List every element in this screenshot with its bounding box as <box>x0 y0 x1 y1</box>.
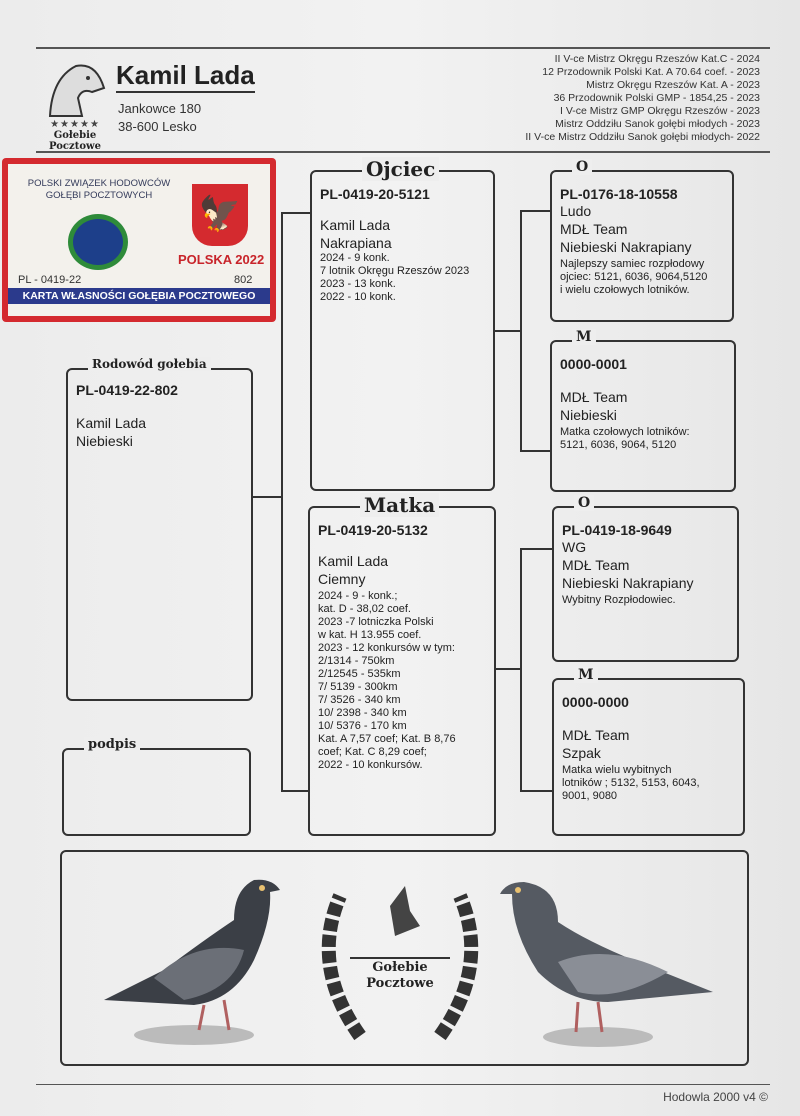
achievement: Mistrz Oddziłu Sanok gołębi młodych - 20… <box>555 118 760 130</box>
color: Niebieski <box>560 407 617 423</box>
box-legend: O <box>574 495 595 511</box>
color: Niebieski Nakrapiany <box>560 239 692 255</box>
color: Ciemny <box>318 571 366 587</box>
breeder: MDŁ Team <box>562 557 630 573</box>
note: Wybitny Rozpłodowiec. <box>562 594 676 606</box>
box-legend: podpis <box>84 737 141 752</box>
mother-box: Matka PL-0419-20-5132 Kamil Lada Ciemny … <box>308 493 496 836</box>
note: Najlepszy samiec rozpłodowy <box>560 258 705 270</box>
breeder: MDŁ Team <box>560 221 628 237</box>
note: Kat. A 7,57 coef; Kat. B 8,76 <box>318 733 456 745</box>
ring-number: PL-0419-20-5121 <box>320 186 430 202</box>
paternal-grandmother-box: M 0000-0001 MDŁ Team Niebieski Matka czo… <box>550 329 736 492</box>
note: 2022 - 10 konk. <box>320 291 396 303</box>
note: 2022 - 10 konkursów. <box>318 759 423 771</box>
box-legend: O <box>572 159 593 175</box>
laurel-wreath-emblem-icon <box>321 886 479 1041</box>
card-ring-prefix: PL - 0419-22 <box>18 274 82 286</box>
emblem-line: Pocztowe <box>366 976 434 991</box>
emblem-line: Gołebie <box>372 960 428 975</box>
pigeon-head-logo-icon <box>48 64 106 117</box>
card-country: POLSKA 2022 <box>178 252 265 267</box>
note: kat. D - 38,02 coef. <box>318 603 411 615</box>
note: Matka wielu wybitnych <box>562 764 672 776</box>
note: i wielu czołowych lotników. <box>560 284 690 296</box>
note: 5121, 6036, 9064, 5120 <box>560 439 677 451</box>
color: Nakrapiana <box>320 235 392 251</box>
ring-number: PL-0176-18-10558 <box>560 186 678 202</box>
note: 9001, 9080 <box>562 790 618 802</box>
pigeon-name: Ludo <box>560 203 592 219</box>
note: 2024 - 9 konk. <box>320 252 390 264</box>
card-ring-number: 802 <box>234 274 253 286</box>
maternal-grandfather-box: O PL-0419-18-9649 WG MDŁ Team Niebieski … <box>552 495 739 662</box>
pigeon-name: WG <box>562 539 587 555</box>
ring-number: 0000-0001 <box>560 356 627 372</box>
note: coef; Kat. C 8,29 coef; <box>318 746 427 758</box>
ring-number: PL-0419-18-9649 <box>562 522 672 538</box>
note: Matka czołowych lotników: <box>560 426 690 438</box>
breeder: Kamil Lada <box>320 217 391 233</box>
breeder-address: Jankowce 180 38-600 Lesko <box>118 100 201 136</box>
note: 10/ 2398 - 340 km <box>318 707 407 719</box>
subject-box: Rodowód gołebia PL-0419-22-802 Kamil Lad… <box>66 357 253 701</box>
box-legend: M <box>572 329 596 345</box>
achievement: Mistrz Okręgu Rzeszów Kat. A - 2023 <box>586 79 760 91</box>
achievements-list: II V-ce Mistrz Okręgu Rzeszów Kat.C - 20… <box>525 53 760 144</box>
note: 7 lotnik Okręgu Rzeszów 2023 <box>320 265 470 277</box>
note: 2/1314 - 750km <box>318 655 395 667</box>
box-legend: Ojciec <box>362 157 440 181</box>
breeder: MDŁ Team <box>562 727 630 743</box>
color: Szpak <box>562 745 601 761</box>
note: 2023 - 12 konkursów w tym: <box>318 642 455 654</box>
footer-rule <box>36 1084 770 1085</box>
ownership-card: POLSKI ZWIĄZEK HODOWCÓW GOŁĘBI POCZTOWYC… <box>2 158 276 322</box>
note: 7/ 3526 - 340 km <box>318 694 401 706</box>
ring-number: PL-0419-22-802 <box>76 382 178 398</box>
ring-number: 0000-0000 <box>562 694 629 710</box>
note: lotników ; 5132, 5153, 6043, <box>562 777 700 789</box>
note: ojciec: 5121, 6036, 9064,5120 <box>560 271 708 283</box>
note: 2023 -7 lotniczka Polski <box>318 616 434 628</box>
header-rule <box>36 151 770 153</box>
note: 7/ 5139 - 300km <box>318 681 398 693</box>
breeder: Kamil Lada <box>76 415 147 431</box>
color: Niebieski <box>76 433 133 449</box>
color: Niebieski Nakrapiany <box>562 575 694 591</box>
achievement: 12 Przodownik Polski Kat. A 70.64 coef. … <box>542 66 760 78</box>
paternal-grandfather-box: O PL-0176-18-10558 Ludo MDŁ Team Niebies… <box>550 159 734 322</box>
ring-number: PL-0419-20-5132 <box>318 522 428 538</box>
pigeon-right-icon <box>500 882 713 1047</box>
maternal-grandmother-box: M 0000-0000 MDŁ Team Szpak Matka wielu w… <box>552 667 745 836</box>
address-line: 38-600 Lesko <box>118 119 197 134</box>
card-title: KARTA WŁASNOŚCI GOŁĘBIA POCZTOWEGO <box>8 288 270 304</box>
top-rule <box>36 47 770 49</box>
father-box: Ojciec PL-0419-20-5121 Kamil Lada Nakrap… <box>310 157 495 491</box>
pzhgp-emblem-icon <box>68 214 128 270</box>
note: 2024 - 9 - konk.; <box>318 590 398 602</box>
breeder-name: Kamil Lada <box>116 60 255 93</box>
illustration-panel: Gołebie Pocztowe <box>60 850 749 1066</box>
note: 10/ 5376 - 170 km <box>318 720 407 732</box>
breeder: Kamil Lada <box>318 553 389 569</box>
address-line: Jankowce 180 <box>118 101 202 116</box>
card-org: POLSKI ZWIĄZEK HODOWCÓW GOŁĘBI POCZTOWYC… <box>27 178 171 201</box>
note: w kat. H 13.955 coef. <box>318 629 422 641</box>
polish-eagle-icon: 🦅 <box>192 184 248 246</box>
note: 2023 - 13 konk. <box>320 278 396 290</box>
note: 2/12545 - 535km <box>318 668 401 680</box>
box-legend: Rodowód gołebia <box>88 357 211 371</box>
achievement: 36 Przodownik Polski GMP - 1854,25 - 202… <box>553 92 760 104</box>
achievement: II V-ce Mistrz Okręgu Rzeszów Kat.C - 20… <box>554 53 760 65</box>
box-legend: Matka <box>360 493 440 517</box>
breeder: MDŁ Team <box>560 389 628 405</box>
emblem-text: Gołebie Pocztowe <box>350 960 450 992</box>
achievement: I V-ce Mistrz GMP Okręgu Rzeszów - 2023 <box>560 105 760 117</box>
pigeon-left-icon <box>104 879 280 1045</box>
achievement: II V-ce Mistrz Oddziłu Sanok gołębi młod… <box>525 131 760 143</box>
signature-box[interactable]: podpis <box>62 737 251 836</box>
footer-text: Hodowla 2000 v4 © <box>663 1090 768 1104</box>
box-legend: M <box>574 667 598 683</box>
